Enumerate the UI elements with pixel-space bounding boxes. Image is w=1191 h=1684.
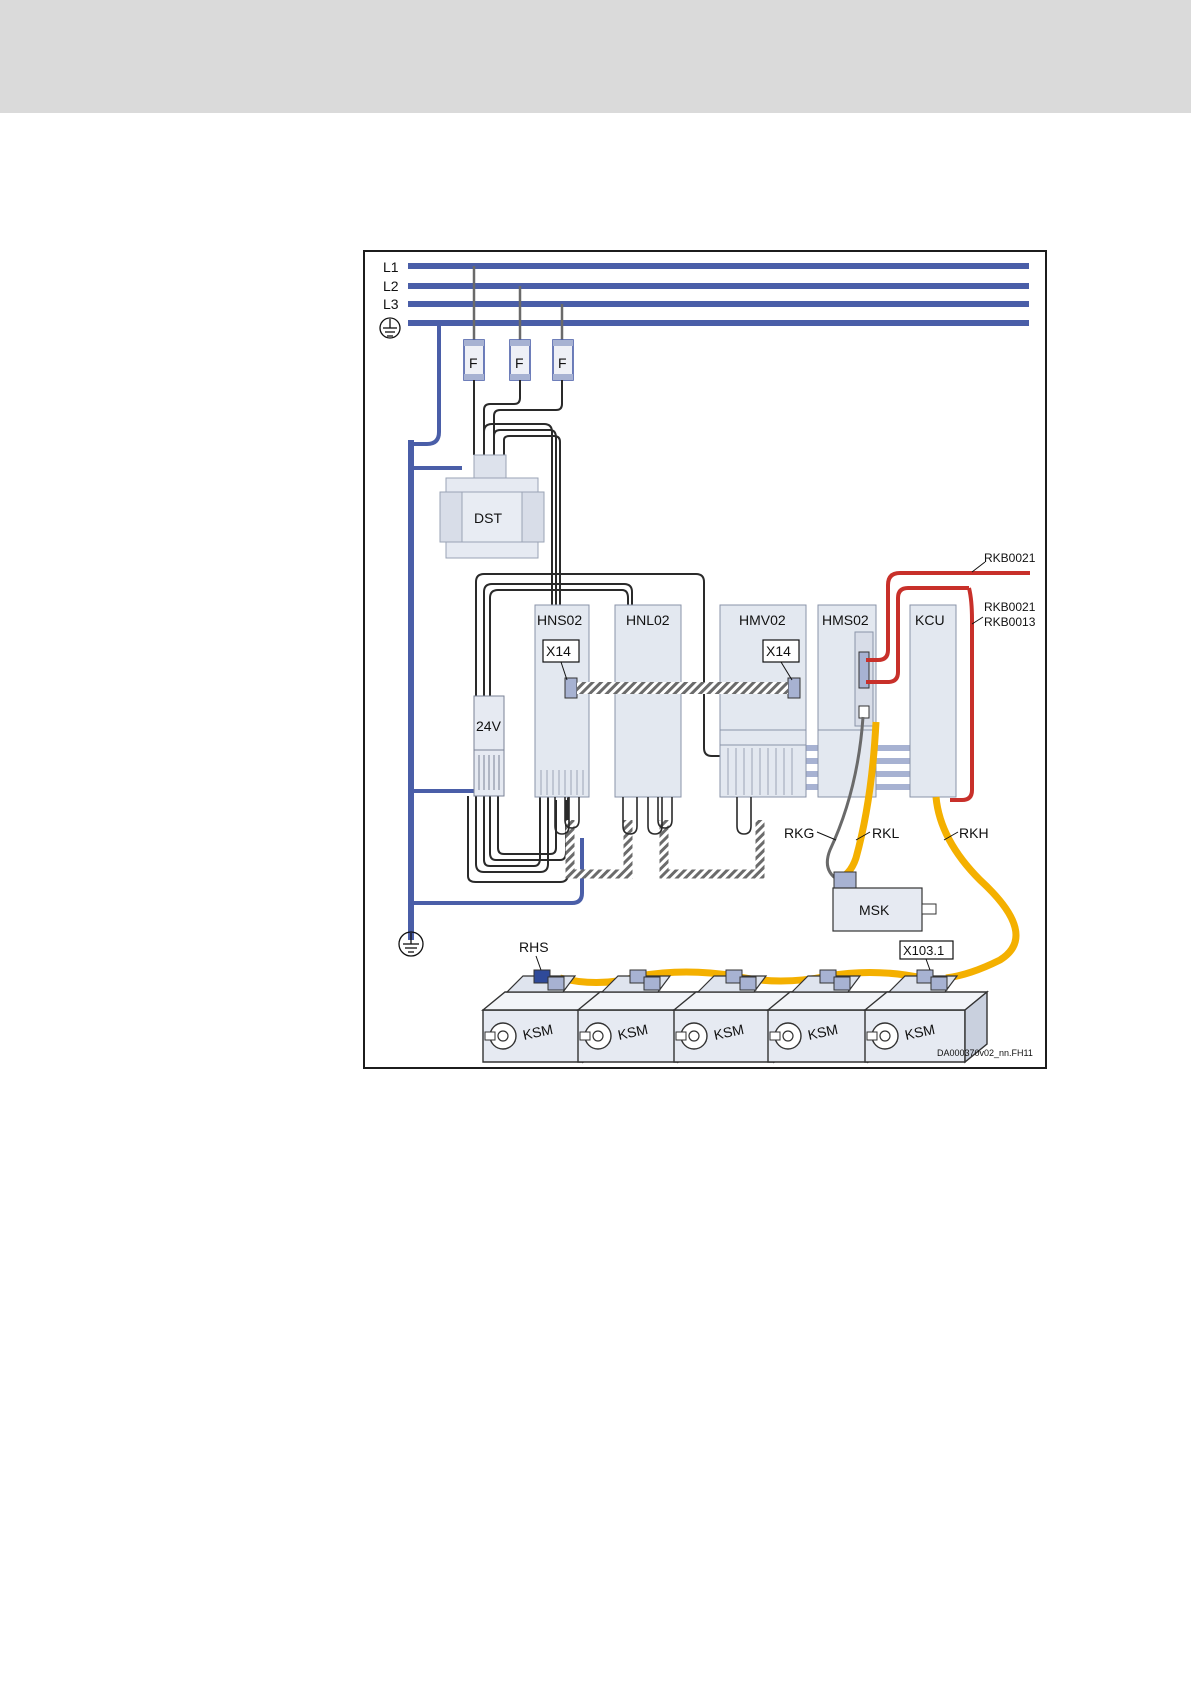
fuse-output-wires bbox=[474, 380, 562, 455]
module-hns02 bbox=[535, 605, 589, 797]
module-label-hmv02: HMV02 bbox=[739, 612, 786, 628]
pe-tap-wire bbox=[414, 326, 439, 444]
connector-label-x103: X103.1 bbox=[903, 943, 944, 958]
module-hms02 bbox=[818, 605, 876, 797]
ground-symbol-bottom-icon bbox=[399, 932, 423, 956]
bus-l2 bbox=[408, 283, 1029, 289]
bus-l1 bbox=[408, 263, 1029, 269]
pe-vertical-bar bbox=[408, 440, 414, 940]
terminal-label-rhs: RHS bbox=[519, 939, 549, 955]
transformer-label: DST bbox=[474, 510, 502, 526]
connector-x14-right: X14 bbox=[766, 643, 791, 659]
bus-label-l3: L3 bbox=[383, 296, 399, 312]
psu-24v bbox=[474, 696, 504, 796]
ground-symbol-icon bbox=[380, 318, 400, 338]
bus-label-l2: L2 bbox=[383, 278, 399, 294]
transformer-dst bbox=[440, 455, 544, 558]
cable-label-rkb0021-mid: RKB0021 bbox=[984, 600, 1036, 614]
control-wiring bbox=[468, 574, 720, 882]
module-kcu bbox=[910, 605, 956, 797]
psu-label: 24V bbox=[476, 718, 502, 734]
fuse-label-1: F bbox=[469, 355, 478, 371]
module-hnl02 bbox=[615, 605, 681, 797]
module-hmv02 bbox=[720, 605, 806, 797]
bus-pe bbox=[408, 320, 1029, 326]
cable-label-rkg: RKG bbox=[784, 825, 814, 841]
fuse-label-2: F bbox=[515, 355, 524, 371]
cable-label-rkl: RKL bbox=[872, 825, 899, 841]
module-label-hms02: HMS02 bbox=[822, 612, 869, 628]
module-label-hns02: HNS02 bbox=[537, 612, 582, 628]
module-label-hnl02: HNL02 bbox=[626, 612, 670, 628]
supply-buses bbox=[408, 263, 1029, 326]
cable-label-rkb0013: RKB0013 bbox=[984, 615, 1036, 629]
motor-label-msk: MSK bbox=[859, 902, 890, 918]
module-loops bbox=[555, 797, 751, 834]
bus-l3 bbox=[408, 301, 1029, 307]
bus-label-l1: L1 bbox=[383, 259, 399, 275]
connector-x14-left: X14 bbox=[546, 643, 571, 659]
cable-label-rkh: RKH bbox=[959, 825, 989, 841]
fuse-label-3: F bbox=[558, 355, 567, 371]
module-label-kcu: KCU bbox=[915, 612, 945, 628]
x14-signal-cable bbox=[577, 682, 788, 694]
cable-label-rkb0021-top: RKB0021 bbox=[984, 551, 1036, 565]
drawing-id: DA000370v02_nn.FH11 bbox=[937, 1048, 1033, 1058]
